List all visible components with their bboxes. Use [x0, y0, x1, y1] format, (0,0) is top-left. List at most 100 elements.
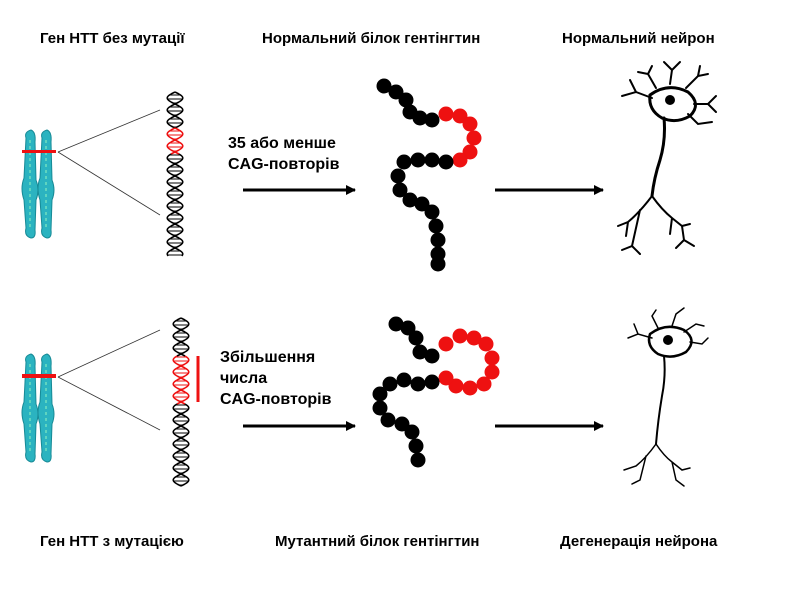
protein-bead-red: [462, 380, 478, 396]
dna-strand-segment: [172, 345, 175, 349]
dna-strand-segment: [180, 413, 186, 417]
dna-strand-segment: [167, 207, 172, 211]
dna-strand-segment: [174, 91, 180, 95]
dna-strand-segment: [178, 171, 183, 175]
dna-strand-segment: [180, 389, 186, 393]
dna-strand-segment: [166, 215, 169, 219]
protein-bead: [376, 78, 392, 94]
dna-strand-segment: [173, 325, 178, 329]
protein-bead: [380, 412, 396, 428]
dna-strand-segment: [174, 139, 180, 143]
dna-strand-segment: [172, 441, 175, 445]
dna-strand-segment: [172, 465, 175, 469]
bottom-neuron-label: Дегенерація нейрона: [560, 533, 718, 550]
dna-strand-segment: [184, 385, 189, 389]
chromosome-top: [21, 129, 56, 239]
dna-strand-segment: [181, 227, 184, 231]
dna-strand-segment: [170, 151, 176, 155]
dna-strand-segment: [172, 321, 175, 325]
protein-bead: [430, 232, 446, 248]
dna-strand-segment: [184, 445, 189, 449]
dna-strand-segment: [178, 123, 183, 127]
protein-bead: [396, 154, 412, 170]
protein-bead: [408, 330, 424, 346]
dna-strand-segment: [170, 235, 176, 239]
bottom-repeat-note: Збільшення числа CAG-повторів: [220, 347, 331, 410]
dna-strand-segment: [170, 211, 176, 215]
dna-strand-segment: [173, 469, 178, 473]
dna-helix-top: [166, 91, 184, 257]
protein-bead-red: [438, 336, 454, 352]
dna-strand-segment: [173, 373, 178, 377]
dna-strand-segment: [178, 195, 183, 199]
top-repeat-note-line2: CAG-повторів: [228, 156, 340, 173]
dna-strand-segment: [174, 103, 180, 107]
dna-strand-segment: [184, 361, 189, 365]
dna-strand-segment: [180, 461, 186, 465]
protein-bead-red: [452, 108, 468, 124]
dna-strand-segment: [187, 465, 190, 469]
dna-strand-segment: [166, 191, 169, 195]
dna-strand-segment: [187, 393, 190, 397]
dna-strand-segment: [184, 469, 189, 473]
dna-strand-segment: [187, 441, 190, 445]
protein-bead: [388, 84, 404, 100]
top-neuron-label: Нормальний нейрон: [562, 30, 715, 47]
dna-strand-segment: [178, 135, 183, 139]
dna-strand-segment: [170, 139, 176, 143]
dna-strand-segment: [187, 477, 190, 481]
protein-bead: [430, 256, 446, 272]
dna-strand-segment: [173, 409, 178, 413]
dna-strand-segment: [172, 429, 175, 433]
dna-strand-segment: [184, 421, 189, 425]
dna-strand-segment: [187, 333, 190, 337]
dna-strand-segment: [176, 413, 182, 417]
dna-strand-segment: [167, 243, 172, 247]
dna-strand-segment: [178, 231, 183, 235]
protein-bead-red: [438, 370, 454, 386]
protein-bead: [396, 372, 412, 388]
protein-bead: [392, 182, 408, 198]
dna-strand-segment: [176, 317, 182, 321]
dna-strand-segment: [166, 167, 169, 171]
top-repeat-note: 35 або менше CAG-повторів: [228, 133, 339, 175]
protein-bead: [388, 316, 404, 332]
dna-strand-segment: [180, 401, 186, 405]
dna-strand-segment: [178, 207, 183, 211]
neuron-normal: [617, 61, 717, 255]
dna-strand-segment: [181, 191, 184, 195]
dna-strand-segment: [173, 337, 178, 341]
protein-bead: [404, 424, 420, 440]
dna-strand-segment: [166, 239, 169, 243]
dna-strand-segment: [167, 171, 172, 175]
dna-strand-segment: [181, 203, 184, 207]
protein-bead-red: [484, 364, 500, 380]
dna-strand-segment: [187, 405, 190, 409]
dna-strand-segment: [166, 251, 169, 255]
dna-strand-segment: [166, 119, 169, 123]
dna-strand-segment: [184, 409, 189, 413]
dna-strand-segment: [166, 143, 169, 147]
protein-bead: [410, 452, 426, 468]
dna-strand-segment: [176, 425, 182, 429]
dna-strand-segment: [174, 175, 180, 179]
dna-strand-segment: [176, 353, 182, 357]
dna-strand-segment: [178, 111, 183, 115]
dna-strand-segment: [174, 247, 180, 251]
protein-bead: [424, 204, 440, 220]
dna-strand-segment: [174, 199, 180, 203]
dna-strand-segment: [172, 393, 175, 397]
dna-helix-bottom: [172, 317, 190, 487]
dna-strand-segment: [173, 445, 178, 449]
dna-strand-segment: [184, 373, 189, 377]
dna-strand-segment: [166, 95, 169, 99]
protein-bead-red: [466, 330, 482, 346]
dna-strand-segment: [178, 99, 183, 103]
dna-strand-segment: [170, 187, 176, 191]
dna-strand-segment: [181, 179, 184, 183]
protein-bead: [382, 376, 398, 392]
dna-strand-segment: [180, 317, 186, 321]
protein-bead-red: [478, 336, 494, 352]
dna-strand-segment: [167, 159, 172, 163]
dna-strand-segment: [187, 417, 190, 421]
